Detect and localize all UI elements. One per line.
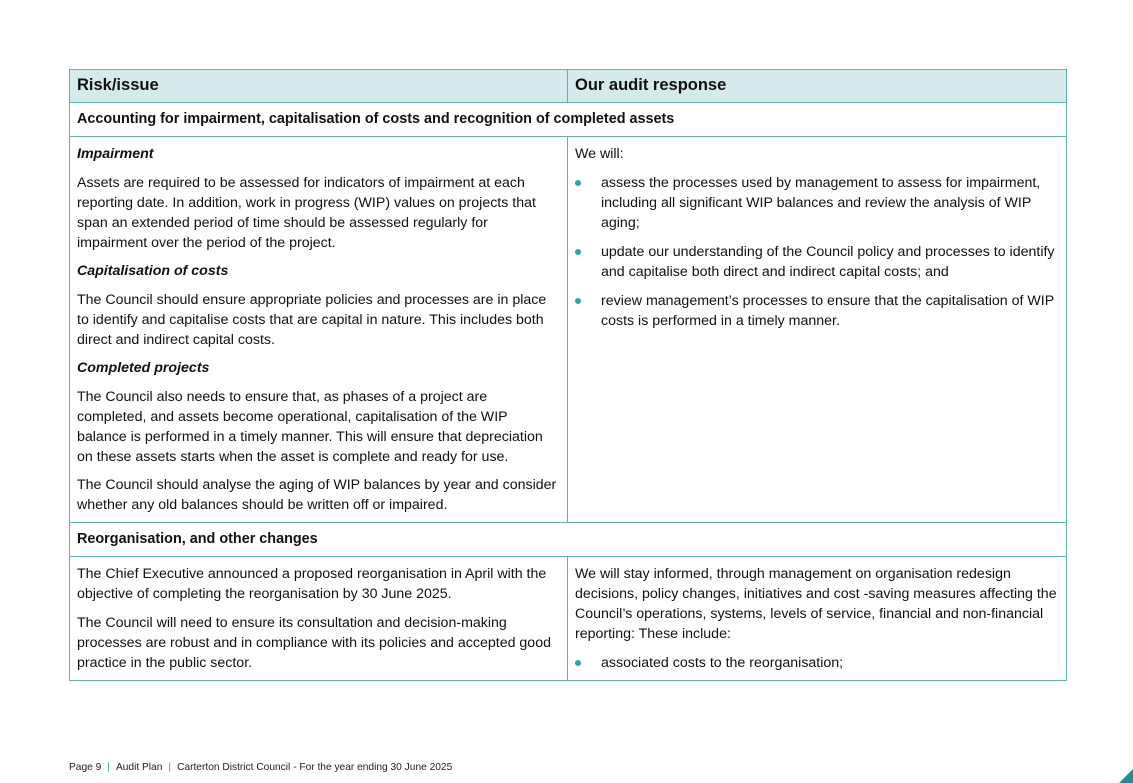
page-footer: Page 9 | Audit Plan | Carterton District Cou… bbox=[69, 762, 452, 773]
subheading-impairment: Impairment bbox=[77, 146, 154, 162]
table-row: Impairment Assets are required to be ass… bbox=[69, 136, 1067, 523]
table-header-row: Risk/issue Our audit response bbox=[69, 69, 1067, 103]
list-item-text: review management’s processes to ensure … bbox=[601, 292, 1054, 329]
footer-page-number: Page 9 bbox=[69, 762, 102, 773]
bullet-icon bbox=[575, 179, 581, 186]
list-item-text: assess the processes used by management … bbox=[601, 174, 1041, 231]
section-row-reorganisation: Reorganisation, and other changes bbox=[69, 522, 1067, 557]
header-audit-response: Our audit response bbox=[567, 69, 1067, 103]
response-intro: We will: bbox=[575, 146, 624, 162]
risk-cell: The Chief Executive announced a proposed… bbox=[69, 556, 568, 681]
risk-cell: Impairment Assets are required to be ass… bbox=[69, 136, 568, 523]
footer-entity: Carterton District Council - For the yea… bbox=[177, 762, 453, 773]
list-item: review management’s processes to ensure … bbox=[575, 291, 1059, 331]
list-item: associated costs to the reorganisation; bbox=[575, 653, 1059, 673]
bullet-icon bbox=[575, 659, 581, 666]
footer-separator: | bbox=[107, 762, 110, 773]
bullet-list: associated costs to the reorganisation; bbox=[575, 653, 1059, 673]
bullet-list: assess the processes used by management … bbox=[575, 173, 1059, 331]
header-risk-issue: Risk/issue bbox=[69, 69, 568, 103]
section-title: Accounting for impairment, capitalisatio… bbox=[69, 102, 1067, 137]
list-item: update our understanding of the Council … bbox=[575, 242, 1059, 282]
subheading-capitalisation: Capitalisation of costs bbox=[77, 263, 229, 279]
corner-accent-icon bbox=[1119, 769, 1133, 783]
paragraph: Assets are required to be assessed for i… bbox=[77, 174, 536, 251]
bullet-icon bbox=[575, 248, 581, 255]
footer-document-title: Audit Plan bbox=[115, 762, 163, 773]
paragraph: The Council should ensure appropriate po… bbox=[77, 291, 547, 348]
paragraph: The Council also needs to ensure that, a… bbox=[77, 388, 543, 465]
paragraph: The Council should analyse the aging of … bbox=[77, 477, 557, 513]
footer-separator: | bbox=[168, 762, 172, 773]
list-item-text: associated costs to the reorganisation; bbox=[601, 654, 844, 671]
subheading-completed-projects: Completed projects bbox=[77, 360, 210, 376]
section-title: Reorganisation, and other changes bbox=[69, 522, 1067, 557]
response-cell: We will stay informed, through managemen… bbox=[567, 556, 1067, 681]
response-cell: We will: assess the processes used by ma… bbox=[567, 136, 1067, 523]
paragraph: The Chief Executive announced a proposed… bbox=[77, 566, 547, 602]
bullet-icon bbox=[575, 297, 581, 304]
section-row-impairment: Accounting for impairment, capitalisatio… bbox=[69, 102, 1067, 137]
audit-risk-table: Risk/issue Our audit response Accounting… bbox=[69, 69, 1067, 681]
table-row: The Chief Executive announced a proposed… bbox=[69, 556, 1067, 681]
list-item: assess the processes used by management … bbox=[575, 173, 1059, 233]
list-item-text: update our understanding of the Council … bbox=[601, 243, 1055, 280]
paragraph: The Council will need to ensure its cons… bbox=[77, 614, 551, 671]
response-intro: We will stay informed, through managemen… bbox=[575, 566, 1057, 642]
